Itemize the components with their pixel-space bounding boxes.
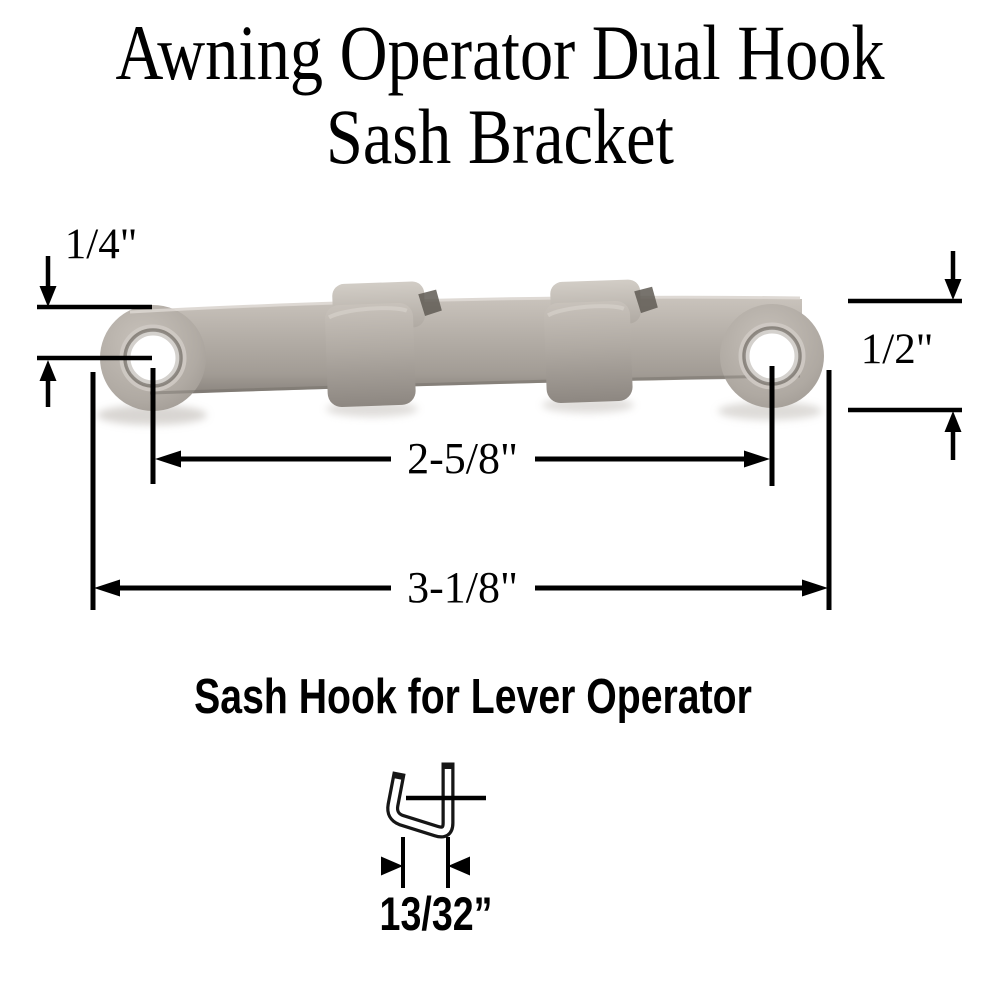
dimension-extension-lines [90,366,832,610]
dimension-quarter-inch [37,256,152,407]
dimension-hook-width [381,837,470,888]
dimension-half-inch [848,251,962,460]
dimension-label-hole-spacing: 2-5/8" [407,434,518,483]
page-title-line-2: Sash Bracket [326,93,674,180]
hook-clip-left [325,281,442,408]
page-title-line-1: Awning Operator Dual Hook [115,9,885,96]
dimension-label-quarter-inch: 1/4" [64,221,138,268]
bracket-photo [97,279,824,425]
caption-sash-hook: Sash Hook for Lever Operator [194,670,752,724]
dimension-hole-spacing [155,450,770,468]
dimension-label-overall-length: 3-1/8" [407,563,518,612]
sash-hook-profile-icon [386,762,486,839]
dimension-label-half-inch: 1/2" [860,326,934,373]
dimension-overall-length [94,579,828,597]
hook-width-label: 13/32” [379,887,493,940]
bracket-bar [126,298,802,396]
hook-clip-right [544,279,658,403]
